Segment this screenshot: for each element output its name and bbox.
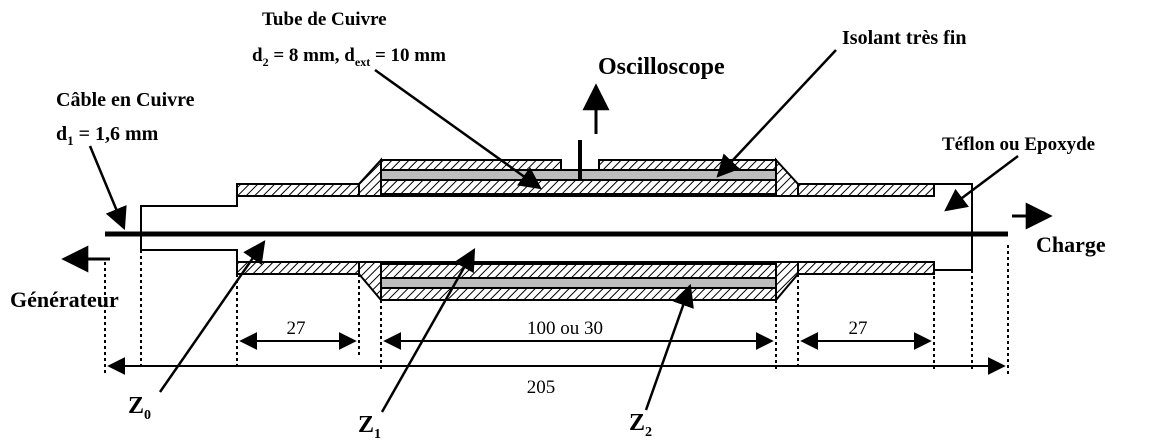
teflon-label: Téflon ou Epoxyde xyxy=(942,134,1095,155)
leader-lines xyxy=(88,49,1019,413)
tube-diameter-label: d2 = 8 mm, dext = 10 mm xyxy=(252,45,446,69)
z0-label: Z0 xyxy=(128,393,151,423)
dim-left-bg xyxy=(272,319,320,337)
right-taper-top xyxy=(775,157,799,197)
extension-lines xyxy=(104,245,1009,375)
left-taper-bottom xyxy=(358,261,382,303)
tube-title: Tube de Cuivre xyxy=(262,9,387,30)
dim-total-value: 205 xyxy=(527,377,556,398)
right-taper-bottom xyxy=(775,261,799,303)
oscilloscope-label: Oscilloscope xyxy=(598,54,725,80)
dim-left-value: 27 xyxy=(287,318,306,339)
left-outer-conductor-top xyxy=(236,183,360,197)
left-outer-conductor-bottom xyxy=(236,261,360,275)
generator-label: Générateur xyxy=(10,287,119,312)
right-outer-conductor-top xyxy=(797,183,935,197)
z2-label: Z2 xyxy=(629,410,652,440)
middle-outer-shield-top-right xyxy=(598,159,777,171)
left-taper-top xyxy=(358,157,382,197)
middle-outer-shield-bottom xyxy=(380,287,777,301)
charge-label: Charge xyxy=(1036,232,1106,257)
middle-outer-shield-top-left xyxy=(380,159,562,171)
z1-label: Z1 xyxy=(358,412,381,441)
right-outer-conductor-bottom xyxy=(797,261,935,275)
dim-middle-value: 100 ou 30 xyxy=(527,318,603,339)
copper-tube-top xyxy=(380,179,777,195)
cable-diameter-label: d1 = 1,6 mm xyxy=(56,123,159,148)
insulator-bottom xyxy=(380,277,777,289)
copper-tube-bottom xyxy=(380,263,777,279)
dim-right-value: 27 xyxy=(849,318,868,339)
cable-title: Câble en Cuivre xyxy=(56,89,195,111)
insulator-label: Isolant très fin xyxy=(842,27,966,49)
